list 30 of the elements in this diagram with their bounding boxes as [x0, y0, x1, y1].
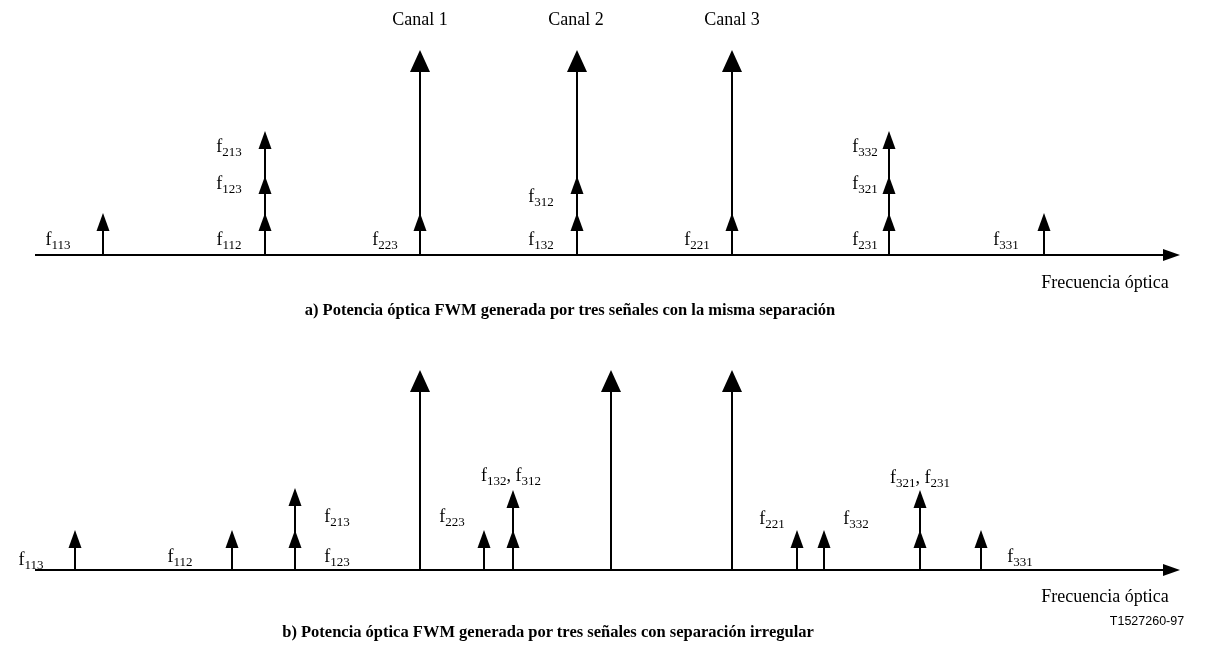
- frequency-label: f$_{223}$: [439, 507, 465, 527]
- frequency-label: f$_{331}$: [1007, 547, 1033, 567]
- frequency-label: f$_{113}$: [45, 230, 71, 250]
- axis-label: Frecuencia óptica: [1041, 273, 1169, 293]
- channel-label: Canal 2: [548, 10, 604, 30]
- frequency-label: f$_{331}$: [993, 230, 1019, 250]
- frequency-label: f$_{223}$: [372, 230, 398, 250]
- frequency-label: f$_{112}$: [216, 230, 242, 250]
- caption: b) Potencia óptica FWM generada por tres señales con separación irregular: [282, 622, 814, 642]
- frequency-label: f$_{231}$: [852, 230, 878, 250]
- axis-label: Frecuencia óptica: [1041, 587, 1169, 607]
- caption: a) Potencia óptica FWM generada por tres señales con la misma separación: [304, 300, 836, 320]
- frequency-label: f$_{213}$: [324, 507, 350, 527]
- channel-label: Canal 1: [392, 10, 448, 30]
- frequency-label: f$_{132}$: [528, 230, 554, 250]
- frequency-label: f$_{312}$: [528, 187, 554, 207]
- frequency-label: f$_{132}$, f$_{312}$: [481, 466, 541, 486]
- frequency-label: f$_{321}$: [852, 174, 878, 194]
- frequency-label: f$_{123}$: [216, 174, 242, 194]
- frequency-label: f$_{213}$: [216, 137, 242, 157]
- frequency-label: f$_{113}$: [18, 550, 44, 570]
- figure-code: T1527260-97: [1109, 615, 1185, 629]
- frequency-label: f$_{332}$: [852, 137, 878, 157]
- frequency-label: f$_{332}$: [843, 509, 869, 529]
- frequency-label: f$_{221}$: [684, 230, 710, 250]
- channel-label: Canal 3: [704, 10, 760, 30]
- frequency-label: f$_{321}$, f$_{231}$: [890, 468, 950, 488]
- frequency-label: f$_{112}$: [167, 547, 193, 567]
- frequency-label: f$_{123}$: [324, 547, 350, 567]
- frequency-label: f$_{221}$: [759, 509, 785, 529]
